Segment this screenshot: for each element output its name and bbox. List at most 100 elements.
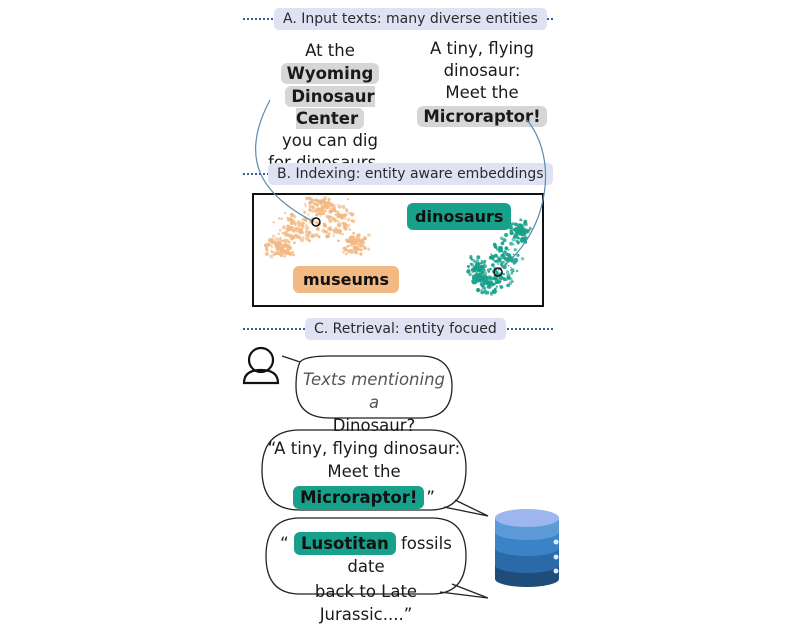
scatter-point [316, 200, 319, 203]
scatter-point [350, 211, 353, 214]
scatter-point [327, 232, 331, 236]
scatter-point [328, 215, 332, 219]
scatter-point [516, 226, 521, 231]
scatter-point [338, 231, 342, 235]
scatter-point [480, 265, 483, 268]
scatter-point [510, 268, 515, 272]
scatter-point [482, 277, 486, 280]
scatter-point [277, 232, 280, 235]
scatter-point [295, 229, 300, 233]
scatter-point [280, 243, 283, 246]
database-icon [495, 509, 559, 587]
scatter-point [348, 212, 351, 215]
scatter-point [498, 249, 502, 253]
scatter-point [350, 213, 354, 217]
scatter-point [346, 248, 351, 254]
scatter-point [473, 260, 476, 264]
scatter-point [269, 254, 274, 259]
scatter-point [505, 258, 509, 262]
scatter-point [320, 204, 323, 207]
scatter-point [491, 277, 495, 281]
scatter-point [519, 218, 523, 222]
scatter-point [278, 228, 282, 232]
scatter-point [525, 229, 528, 232]
speech-bubbles [242, 346, 559, 599]
scatter-point [280, 247, 285, 253]
scatter-point [356, 234, 361, 238]
scatter-point [334, 230, 339, 234]
input-left-line3: you can dig [282, 131, 378, 150]
scatter-point [506, 284, 509, 287]
scatter-point [292, 236, 296, 240]
scatter-point [513, 248, 517, 252]
scatter-point [472, 268, 475, 271]
scatter-point [486, 268, 490, 272]
scatter-point [498, 259, 501, 262]
result1-entity: Microraptor! [293, 486, 425, 509]
scatter-point [466, 265, 470, 268]
scatter-point [498, 245, 503, 251]
museums-cluster [263, 196, 371, 259]
scatter-point [469, 262, 473, 266]
scatter-point [275, 242, 280, 247]
scatter-point [306, 234, 311, 239]
scatter-point [514, 258, 519, 263]
scatter-point [496, 262, 500, 265]
scatter-point [479, 282, 484, 287]
scatter-point [305, 224, 308, 227]
scatter-point [351, 235, 355, 240]
scatter-point [350, 219, 354, 223]
scatter-point [363, 236, 366, 239]
scatter-point [347, 217, 351, 221]
result2-entity: Lusotitan [293, 532, 396, 555]
scatter-point [480, 259, 483, 263]
scatter-point [294, 221, 297, 225]
scatter-point [289, 234, 294, 238]
scatter-point [476, 255, 481, 260]
scatter-point [348, 228, 351, 231]
scatter-point [500, 241, 505, 246]
scatter-point [302, 222, 304, 225]
scatter-point [279, 237, 282, 240]
scatter-point [482, 264, 487, 269]
scatter-point [302, 224, 305, 227]
connector-right [497, 119, 547, 271]
scatter-point [515, 269, 519, 273]
scatter-point [322, 223, 327, 228]
scatter-point [516, 236, 520, 240]
scatter-point [337, 204, 342, 209]
scatter-point [512, 262, 516, 265]
museums-label: museums [293, 266, 400, 293]
scatter-point [514, 227, 516, 230]
embedding-scatter [255, 99, 547, 296]
scatter-point [528, 226, 532, 230]
scatter-point [314, 233, 319, 237]
scatter-point [519, 227, 524, 232]
scatter-point [504, 247, 507, 250]
scatter-point [487, 281, 490, 285]
scatter-point [298, 231, 302, 234]
scatter-point [500, 263, 504, 267]
scatter-point [489, 267, 492, 271]
result2-line1-rest: fossils date [347, 534, 452, 576]
scatter-point [502, 260, 505, 264]
scatter-point [298, 222, 301, 225]
scatter-point [312, 202, 316, 206]
dinosaurs-label: dinosaurs [407, 203, 512, 230]
scatter-point [359, 252, 363, 256]
scatter-point [479, 275, 482, 279]
scatter-point [290, 237, 293, 240]
scatter-point [342, 251, 345, 254]
scatter-point [520, 225, 523, 228]
scatter-point [337, 239, 340, 242]
input-left-line1: At the [305, 41, 355, 60]
scatter-point [346, 223, 351, 228]
scatter-point [315, 213, 319, 217]
scatter-point [315, 221, 320, 226]
scatter-point [328, 219, 333, 224]
scatter-point [499, 236, 504, 241]
scatter-point [304, 203, 307, 206]
scatter-point [510, 269, 512, 271]
scatter-point [311, 207, 314, 210]
dinosaurs-cluster [466, 218, 532, 296]
